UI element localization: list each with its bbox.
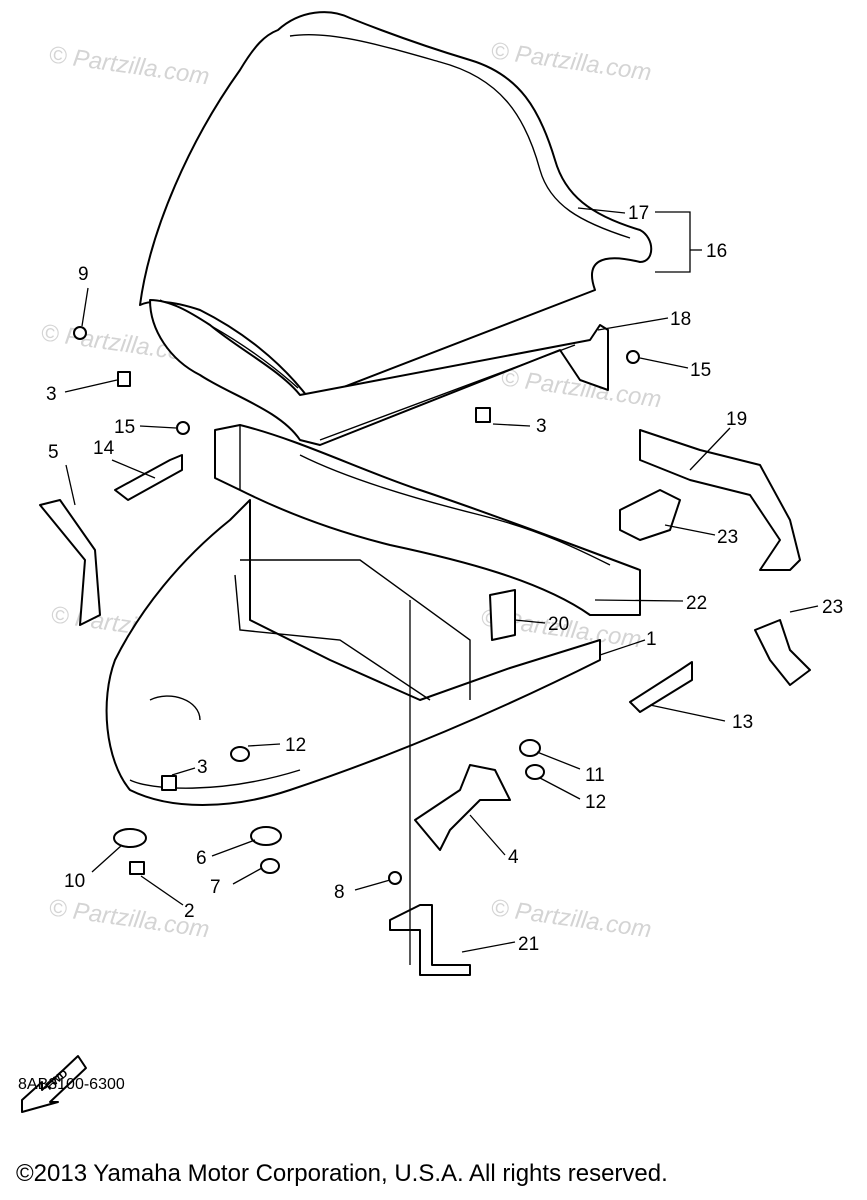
bracket-14: [114, 454, 183, 501]
bracket-23-lower: [754, 619, 811, 686]
bracket-23-upper: [619, 489, 681, 541]
callout-label: 10: [64, 871, 85, 892]
copyright-notice: ©2013 Yamaha Motor Corporation, U.S.A. A…: [16, 1160, 668, 1187]
callout-label: 1: [646, 629, 657, 650]
watermark: © Partzilla.com: [47, 41, 211, 90]
bracket-21: [389, 904, 471, 976]
bracket-20: [489, 589, 516, 641]
fwd-arrow-icon: FWD: [21, 1055, 87, 1113]
callout-label: 18: [670, 309, 691, 330]
callout-label: 23: [822, 597, 843, 618]
callout-label: 6: [196, 848, 207, 869]
callout-label: 3: [536, 416, 547, 437]
callout-label: 11: [585, 765, 605, 786]
callout-label: 14: [93, 438, 115, 459]
callout-label: 20: [548, 614, 569, 635]
callout-label: 9: [78, 264, 89, 285]
callout-label: 7: [210, 877, 221, 898]
leader-lines: [64, 207, 819, 965]
windshield: [139, 11, 653, 401]
callout-label: 22: [686, 593, 707, 614]
callout-label: 15: [114, 417, 135, 438]
callouts: 1 2 3 3 3 4 5 6 7 8 9 10 11 12 12 13 14 …: [46, 203, 843, 955]
callout-label: 13: [732, 712, 753, 733]
callout-label: 16: [706, 241, 727, 262]
bracket-4: [414, 764, 511, 851]
cowl-body: [105, 499, 601, 806]
cowl-duct: [214, 424, 641, 616]
bracket-5: [39, 499, 101, 626]
callout-label: 3: [46, 384, 57, 405]
small-hardware: [73, 326, 640, 885]
callout-label: 4: [508, 847, 519, 868]
callout-label: 2: [184, 901, 195, 922]
bracket-19: [639, 429, 801, 571]
callout-label: 8: [334, 882, 345, 903]
callout-label: 21: [518, 934, 539, 955]
callout-label: 17: [628, 203, 649, 224]
callout-label: 23: [717, 527, 738, 548]
callout-label: 5: [48, 442, 59, 463]
bracket-13: [629, 661, 693, 713]
windshield-bracket: [149, 299, 609, 446]
watermark: © Partzilla.com: [489, 894, 653, 943]
callout-label: 15: [690, 360, 711, 381]
callout-label: 12: [285, 735, 306, 756]
watermark: © Partzilla.com: [489, 37, 653, 86]
callout-label: 19: [726, 409, 747, 430]
callout-label: 3: [197, 757, 208, 778]
part-code: 8AB3100-6300: [18, 1076, 125, 1093]
callout-label: 12: [585, 792, 606, 813]
